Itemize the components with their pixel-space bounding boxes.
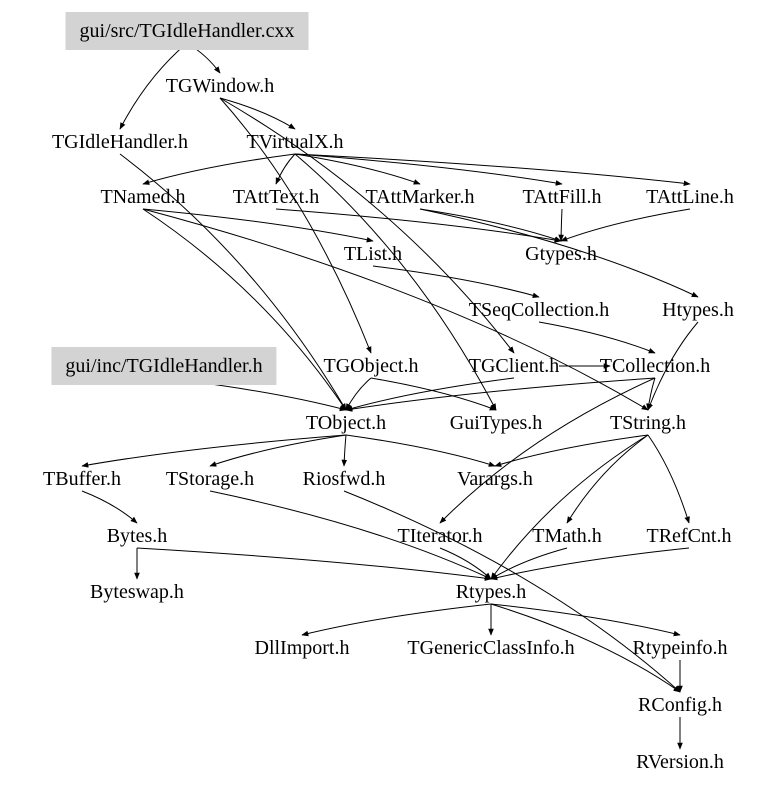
edge-tstorage-to-rtypes — [209, 490, 492, 580]
edge-htypes-to-tstring — [647, 321, 699, 411]
edge-tgwindow-to-tvirtualx — [219, 97, 296, 130]
edge-tnamed-to-tlist — [142, 208, 374, 243]
node-varargs[interactable]: Varargs.h — [457, 468, 533, 490]
edge-rtypes-to-rtypeinfo — [490, 603, 681, 637]
edge-tlist-to-tseqcollection — [372, 265, 540, 298]
edge-tnamed-to-tstring — [142, 208, 649, 411]
edge-tstring-to-trefcnt — [647, 434, 690, 524]
edge-tvirtualx-to-tnamed — [142, 153, 296, 185]
node-tgwindow[interactable]: TGWindow.h — [165, 75, 275, 97]
node-tgidlehandlerh[interactable]: TGIdleHandler.h — [51, 131, 189, 153]
edge-tstring-to-varargs — [494, 434, 649, 467]
node-tstorage[interactable]: TStorage.h — [165, 468, 255, 490]
edge-tbuffer-to-bytes — [81, 490, 138, 524]
node-rversion[interactable]: RVersion.h — [636, 751, 724, 773]
node-tseqcollection[interactable]: TSeqCollection.h — [468, 299, 610, 321]
edge-tvirtualx-to-tattmarker — [294, 153, 421, 185]
edge-tobject-to-tbuffer — [81, 434, 347, 468]
node-titerator[interactable]: TIterator.h — [397, 525, 483, 547]
edge-bytes-to-rtypes — [136, 547, 492, 581]
edge-tvirtualx-to-tattfill — [294, 153, 563, 186]
edge-tstring-to-rtypes — [490, 434, 649, 580]
node-gtypes[interactable]: Gtypes.h — [525, 243, 597, 265]
node-tattline[interactable]: TAttLine.h — [646, 186, 734, 208]
node-tvirtualx[interactable]: TVirtualX.h — [246, 131, 344, 153]
node-cxx[interactable]: gui/src/TGIdleHandler.cxx — [65, 12, 309, 50]
node-tstring[interactable]: TString.h — [609, 412, 687, 434]
node-tattmarker[interactable]: TAttMarker.h — [365, 186, 475, 208]
edge-rtypes-to-dllimport — [301, 603, 492, 637]
node-tnamed[interactable]: TNamed.h — [100, 186, 186, 208]
node-tgenericclassinfo[interactable]: TGenericClassInfo.h — [407, 637, 575, 659]
edge-tattline-to-gtypes — [560, 208, 691, 242]
edge-rtypes-to-rconfig — [490, 603, 681, 693]
edge-tvirtualx-to-tattline — [294, 153, 691, 187]
node-riosfwd[interactable]: Riosfwd.h — [302, 468, 386, 490]
node-tlist[interactable]: TList.h — [343, 243, 403, 265]
edge-tobject-to-tstorage — [209, 434, 347, 467]
edge-riosfwd-to-rconfig — [343, 490, 681, 693]
node-tatttext[interactable]: TAttText.h — [232, 186, 320, 208]
node-rconfig[interactable]: RConfig.h — [638, 694, 722, 716]
edge-tcollection-to-tobject — [345, 377, 656, 412]
edge-tatttext-to-gtypes — [275, 208, 562, 243]
edge-tseqcollection-to-tcollection — [538, 321, 656, 354]
edge-cxx-to-tgidlehandlerh — [119, 42, 188, 130]
edge-tattmarker-to-gtypes — [419, 208, 562, 242]
node-rtypeinfo[interactable]: Rtypeinfo.h — [632, 637, 728, 659]
edge-tvirtualx-to-guitypes — [294, 153, 497, 411]
node-byteswap[interactable]: Byteswap.h — [90, 581, 184, 603]
edge-trefcnt-to-rtypes — [490, 547, 690, 581]
edge-tgwindow-to-tgobject — [219, 97, 372, 354]
edge-tgwindow-to-tgclient — [219, 97, 515, 354]
node-tattfill[interactable]: TAttFill.h — [522, 186, 602, 208]
edge-tattfill-to-gtypes — [558, 208, 564, 242]
edge-tstring-to-tmath — [566, 434, 649, 524]
edge-tobject-to-varargs — [345, 434, 496, 467]
edge-tgclient-to-tobject — [345, 377, 515, 411]
node-guitypes[interactable]: GuiTypes.h — [449, 412, 543, 434]
node-htypes[interactable]: Htypes.h — [662, 299, 734, 321]
node-tmath[interactable]: TMath.h — [532, 525, 602, 547]
edge-tcollection-to-titerator — [439, 377, 656, 524]
edge-tgobject-to-guitypes — [370, 377, 497, 411]
edge-tnamed-to-tobject — [142, 208, 347, 411]
node-tgclient[interactable]: TGClient.h — [468, 355, 560, 377]
edge-tattmarker-to-htypes — [419, 208, 699, 298]
edge-tobject-to-riosfwd — [341, 434, 348, 467]
node-incidle[interactable]: gui/inc/TGIdleHandler.h — [51, 347, 277, 385]
node-tgobject[interactable]: TGObject.h — [323, 355, 419, 377]
node-rtypes[interactable]: Rtypes.h — [455, 581, 527, 603]
edge-tgobject-to-tobject — [345, 377, 372, 411]
node-trefcnt[interactable]: TRefCnt.h — [646, 525, 732, 547]
edge-tgidlehandlerh-to-tobject — [119, 153, 347, 411]
node-tcollection[interactable]: TCollection.h — [599, 355, 711, 377]
edge-titerator-to-rtypes — [439, 547, 492, 580]
node-tobject[interactable]: TObject.h — [305, 412, 387, 434]
node-dllimport[interactable]: DllImport.h — [254, 637, 350, 659]
node-tbuffer[interactable]: TBuffer.h — [43, 468, 121, 490]
node-bytes[interactable]: Bytes.h — [106, 525, 168, 547]
edge-tvirtualx-to-tatttext — [275, 153, 296, 185]
